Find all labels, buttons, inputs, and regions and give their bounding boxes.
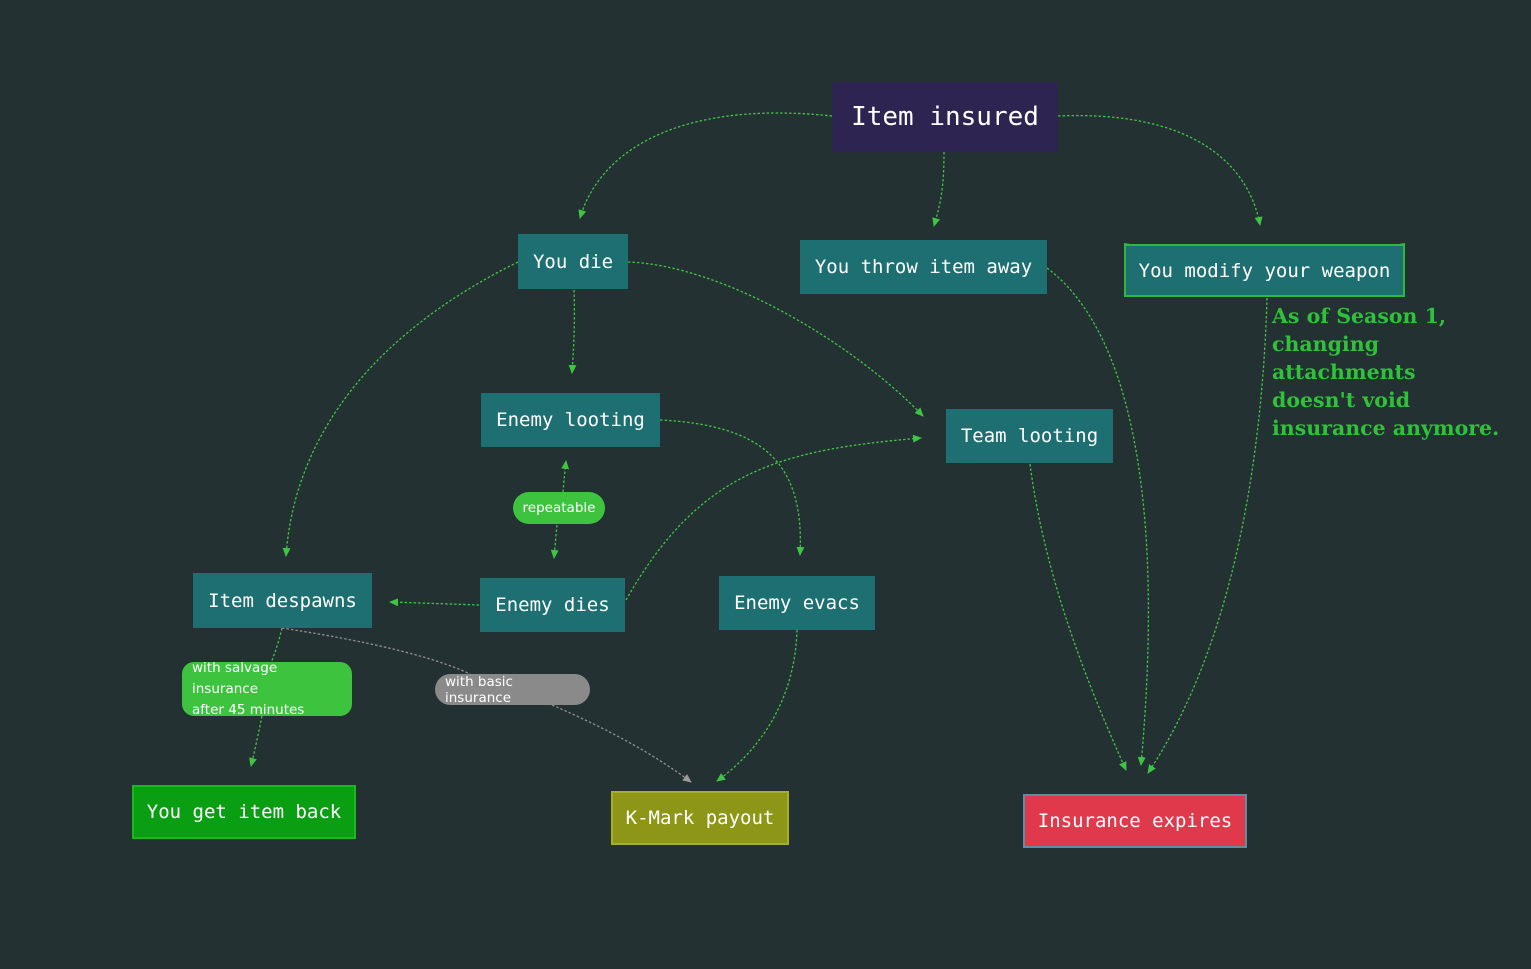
node-enemy-looting: Enemy looting: [481, 393, 660, 447]
node-you-get-item-back: You get item back: [132, 785, 356, 839]
edge-salvage-to-get-item-back: [249, 715, 263, 767]
node-you-die: You die: [518, 234, 628, 289]
season-note: As of Season 1, changing attachments doe…: [1272, 302, 1527, 442]
node-item-insured: Item insured: [832, 82, 1058, 152]
label-repeatable: repeatable: [513, 492, 605, 524]
edge-basic-to-kmark: [551, 704, 692, 783]
edge-team-looting-to-expires: [1029, 463, 1127, 771]
node-enemy-evacs: Enemy evacs: [719, 576, 875, 630]
season-note-line1: As of Season 1,: [1272, 304, 1446, 328]
edge-you-die-to-item-despawns: [282, 261, 519, 557]
edge-insured-to-you-die: [578, 112, 833, 219]
node-item-despawns: Item despawns: [193, 573, 372, 628]
edge-repeatable-to-enemy-dies: [550, 524, 559, 559]
node-enemy-dies: Enemy dies: [480, 578, 625, 632]
label-salvage-line2: after 45 minutes: [192, 701, 305, 718]
edge-insured-to-modify: [1057, 114, 1263, 226]
node-insurance-expires: Insurance expires: [1023, 794, 1247, 848]
label-basic-text: with basic insurance: [445, 673, 513, 706]
season-note-line4: insurance anymore.: [1272, 416, 1500, 440]
label-basic-insurance: with basic insurance: [435, 673, 590, 706]
node-you-throw-item-away: You throw item away: [800, 240, 1047, 294]
edge-you-die-to-team-looting: [627, 261, 924, 417]
label-repeatable-text: repeatable: [522, 500, 596, 516]
edge-enemy-dies-to-item-despawns: [389, 598, 480, 607]
season-note-line2: changing attachments: [1272, 332, 1416, 384]
edge-you-die-to-enemy-looting: [568, 289, 577, 374]
edge-enemy-evacs-to-kmark: [716, 629, 798, 782]
edge-throw-away-to-expires: [1046, 267, 1150, 766]
node-you-modify-your-weapon: You modify your weapon: [1124, 244, 1405, 297]
edge-despawns-to-basic-label: [281, 627, 471, 675]
node-team-looting: Team looting: [946, 409, 1113, 463]
edge-modify-to-expires: [1147, 297, 1268, 774]
edge-enemy-looting-to-enemy-evacs: [659, 419, 805, 556]
season-note-line3: doesn't void: [1272, 388, 1411, 412]
edge-insured-to-throw-away: [932, 151, 945, 227]
label-salvage-insurance: with salvage insurance after 45 minutes: [182, 660, 352, 718]
edge-repeatable-to-enemy-looting: [561, 460, 570, 493]
node-k-mark-payout: K-Mark payout: [611, 791, 789, 845]
label-salvage-line1: with salvage insurance: [192, 659, 278, 697]
edge-enemy-dies-to-team-looting: [625, 434, 922, 601]
